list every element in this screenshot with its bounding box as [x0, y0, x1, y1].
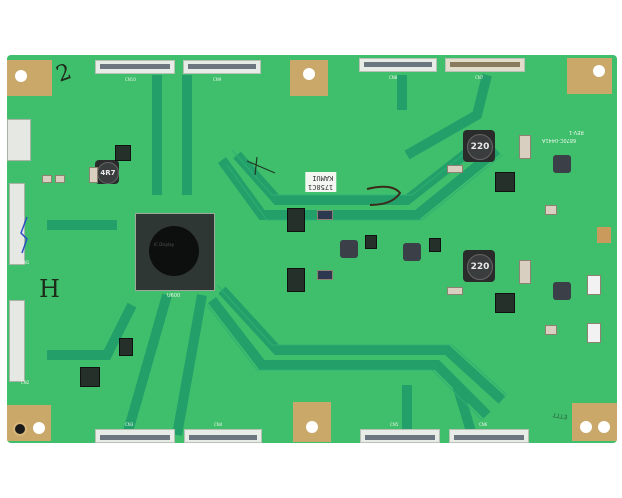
lvds-connector-left-2 [9, 300, 25, 382]
smd-component [519, 260, 531, 284]
smd-component [447, 287, 463, 295]
inductor-220-top: 220 [463, 130, 495, 162]
small-inductor [340, 240, 358, 258]
inductor-marking: 220 [470, 142, 490, 152]
small-inductor [553, 282, 571, 300]
ffc-connector-top-3 [359, 58, 437, 72]
mounting-hole [593, 65, 605, 77]
inductor-marking: 4R7 [100, 169, 116, 177]
ffc-connector-bottom-2 [184, 429, 262, 443]
ic-marking: IC Display [154, 242, 174, 247]
tantalum-cap [317, 210, 333, 220]
handwritten-mark [246, 156, 276, 176]
mounting-hole [306, 421, 318, 433]
connector-label: CN3 [125, 422, 134, 427]
mounting-pad-bottom-right [572, 403, 617, 441]
ffc-connector-top-4 [445, 58, 525, 72]
smd-component [519, 135, 531, 159]
ffc-connector-bottom-1 [95, 429, 175, 443]
inductor-220-bottom: 220 [463, 250, 495, 282]
ic-regulator [80, 367, 100, 387]
connector-label: CN1 [21, 260, 30, 265]
mounting-hole [598, 421, 610, 433]
ic-small-4 [119, 338, 133, 356]
edge-test-pad [597, 227, 611, 243]
mounting-hole [580, 421, 592, 433]
mounting-hole [15, 70, 27, 82]
connector-label: CN7 [475, 75, 484, 80]
small-inductor [403, 243, 421, 261]
ffc-connector-bottom-3 [360, 429, 440, 443]
handwritten-h: H [39, 275, 60, 303]
smd-component [55, 175, 65, 183]
smd-component [89, 167, 98, 183]
serial-label-sticker: 1758C1 KAMUI [305, 172, 337, 192]
sticker-line-2: KAMUI [312, 174, 334, 182]
ffc-connector-top-1 [95, 60, 175, 74]
ic-soic-2 [287, 268, 305, 292]
mounting-pad-bottom-center [293, 402, 331, 442]
mounting-hole-dark [13, 422, 27, 436]
smd-component [42, 175, 52, 183]
connector-label: CN8 [389, 75, 398, 80]
mounting-pad-top-left [7, 60, 52, 96]
silk-lot: ETTT [552, 410, 568, 421]
inductor-4r7: 4R7 [95, 160, 119, 184]
ffc-connector-top-2 [183, 60, 261, 74]
main-display-ic: IC Display [135, 213, 215, 291]
ic-qfn-2 [495, 293, 515, 313]
connector-label: CN2 [21, 380, 30, 385]
handwritten-blue-line [20, 216, 28, 254]
small-inductor [553, 155, 571, 173]
smd-component [545, 205, 557, 215]
connector-label: CN10 [125, 77, 136, 82]
connector-label: CN5 [390, 422, 399, 427]
ic-small-1 [115, 145, 131, 161]
inductor-marking: 220 [470, 262, 490, 272]
ic-die [149, 226, 199, 276]
silk-model: 6870C-0441A [542, 137, 577, 143]
trace-layer [47, 73, 508, 437]
smd-component [545, 325, 557, 335]
power-connector-white [7, 119, 31, 161]
ic-soic-1 [287, 208, 305, 232]
ic-small-3 [429, 238, 441, 252]
mounting-pad-top-center [290, 60, 328, 96]
connector-label: CN9 [213, 77, 222, 82]
white-component [587, 275, 601, 295]
pcb-board: CN10 CN9 CN8 CN7 CN3 CN4 CN5 CN6 CN1 CN2… [7, 55, 617, 443]
silk-rev: REV-1 [569, 129, 584, 135]
ic-qfn-1 [495, 172, 515, 192]
white-component [587, 323, 601, 343]
connector-label: CN6 [479, 422, 488, 427]
mounting-pad-top-right [567, 58, 612, 94]
tantalum-cap [317, 270, 333, 280]
sticker-line-1: 1758C1 [308, 183, 334, 191]
mounting-hole [303, 68, 315, 80]
ic-silk-label: U600 [167, 293, 181, 299]
handwritten-scribble [366, 185, 402, 206]
mounting-pad-bottom-left [7, 405, 51, 441]
ic-small-2 [365, 235, 377, 249]
connector-label: CN4 [214, 422, 223, 427]
ffc-connector-bottom-4 [449, 429, 529, 443]
mounting-hole [33, 422, 45, 434]
smd-component [447, 165, 463, 173]
